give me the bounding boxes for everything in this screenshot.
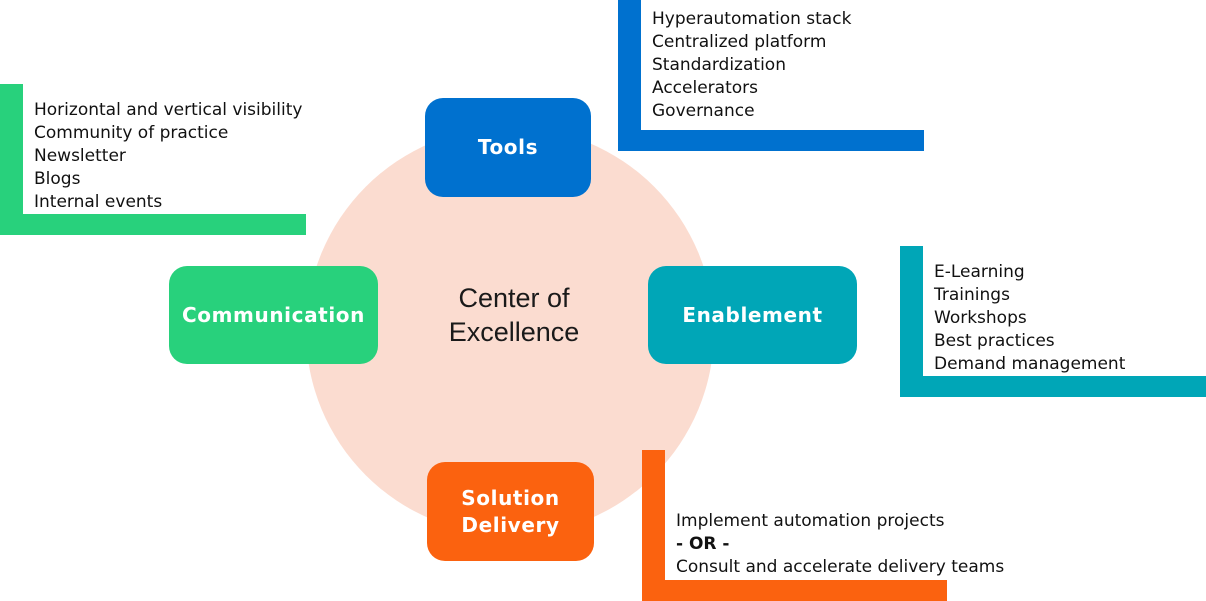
tools-bracket-horizontal — [618, 130, 924, 151]
enablement-node: Enablement — [648, 266, 857, 364]
solution-delivery-bracket-horizontal — [642, 580, 947, 601]
center-of-excellence-label: Center of Excellence — [384, 281, 644, 349]
list-item: Centralized platform — [652, 32, 827, 52]
enablement-node-label: Enablement — [682, 302, 823, 327]
list-item: Implement automation projects — [676, 511, 945, 531]
communication-bracket-vertical — [0, 84, 23, 235]
communication-bracket-horizontal — [0, 214, 306, 235]
list-item: Best practices — [934, 331, 1055, 351]
communication-node-label: Communication — [182, 302, 365, 327]
tools-list: Hyperautomation stack Centralized platfo… — [652, 8, 851, 123]
list-item: Accelerators — [652, 78, 758, 98]
solution-delivery-list: Implement automation projects - OR - Con… — [676, 510, 1004, 579]
list-item: Consult and accelerate delivery teams — [676, 557, 1005, 577]
center-title-line1: Center of — [458, 283, 570, 313]
communication-list: Horizontal and vertical visibility Commu… — [34, 99, 302, 214]
list-item: Standardization — [652, 55, 786, 75]
tools-node-label: Tools — [477, 135, 539, 159]
solution-delivery-bracket-vertical — [642, 450, 665, 601]
list-item: E-Learning — [934, 262, 1025, 282]
list-item: Demand management — [934, 354, 1126, 374]
communication-node: Communication — [169, 266, 378, 364]
tools-bracket-vertical — [618, 0, 641, 151]
list-item: Community of practice — [34, 123, 229, 143]
enablement-list: E-Learning Trainings Workshops Best prac… — [934, 261, 1125, 376]
solution-delivery-label-line1: Solution — [461, 485, 560, 510]
solution-delivery-node: Solution Delivery — [427, 462, 594, 561]
list-item: Blogs — [34, 169, 81, 189]
list-item: Internal events — [34, 192, 163, 212]
list-item: Newsletter — [34, 146, 126, 166]
list-item: Trainings — [934, 285, 1010, 305]
tools-node: Tools — [425, 98, 591, 197]
list-item: Workshops — [934, 308, 1027, 328]
solution-delivery-label-line2: Delivery — [461, 512, 560, 537]
enablement-bracket-vertical — [900, 246, 923, 397]
list-item: Hyperautomation stack — [652, 9, 852, 29]
center-title-line2: Excellence — [448, 317, 580, 347]
or-separator: - OR - — [676, 534, 730, 554]
enablement-bracket-horizontal — [900, 376, 1206, 397]
list-item: Governance — [652, 101, 755, 121]
list-item: Horizontal and vertical visibility — [34, 100, 303, 120]
